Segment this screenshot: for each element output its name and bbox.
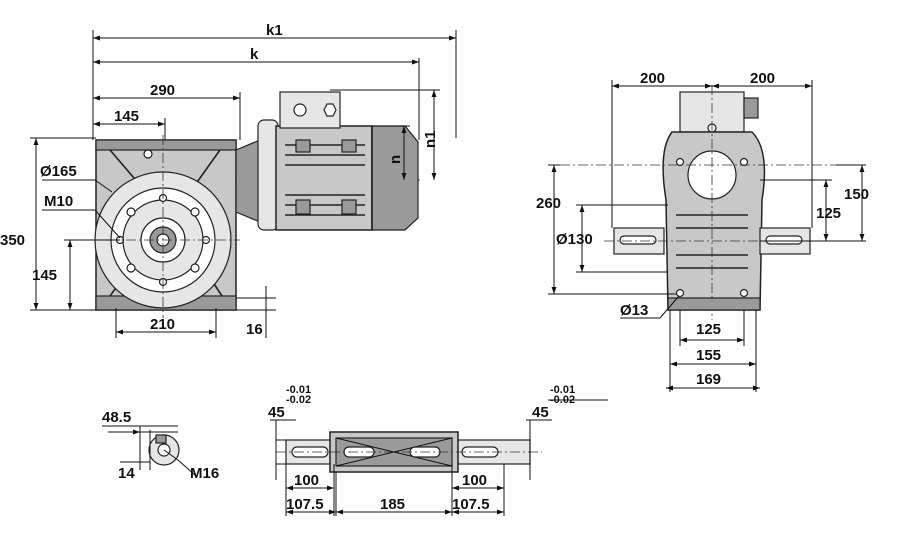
label-tol-left-lower: -0.02 <box>286 394 311 406</box>
label-m16: M16 <box>190 465 219 482</box>
label-14: 14 <box>118 465 135 482</box>
label-260: 260 <box>536 195 561 212</box>
label-125-bottom: 125 <box>696 321 721 338</box>
front-view <box>90 91 420 318</box>
fan-cover <box>371 125 419 231</box>
label-n1: n1 <box>422 130 439 148</box>
label-dia130: Ø130 <box>556 231 593 248</box>
label-k1: k1 <box>266 22 283 39</box>
label-16: 16 <box>246 321 263 338</box>
label-dia165: Ø165 <box>40 163 77 180</box>
label-tol-right-lower: -0.02 <box>550 394 575 406</box>
front-dimension-lines <box>30 30 457 338</box>
label-350: 350 <box>0 232 25 249</box>
dimension-labels: k1 k 290 145 Ø165 M10 350 145 210 16 n1 … <box>0 22 869 513</box>
label-210: 210 <box>150 316 175 333</box>
label-100-right: 100 <box>462 472 487 489</box>
label-n: n <box>387 155 404 164</box>
label-145-left: 145 <box>32 267 57 284</box>
label-150: 150 <box>844 186 869 203</box>
label-tol-right-upper: -0.01 <box>550 384 575 396</box>
label-m10: M10 <box>44 193 73 210</box>
label-107-5-left: 107.5 <box>286 496 324 513</box>
label-200-right: 200 <box>750 70 775 87</box>
label-200-left: 200 <box>640 70 665 87</box>
side-view <box>560 85 836 320</box>
output-shaft <box>276 431 542 473</box>
label-48-5: 48.5 <box>102 409 131 426</box>
label-107-5-right: 107.5 <box>452 496 490 513</box>
shaft-dimension-lines <box>270 399 608 516</box>
label-145-top: 145 <box>114 108 139 125</box>
label-185: 185 <box>380 496 405 513</box>
label-45-left: 45 <box>268 404 285 421</box>
label-100-left: 100 <box>294 472 319 489</box>
label-125-right: 125 <box>816 205 841 222</box>
side-dimension-lines <box>548 80 866 392</box>
shaft-end-detail <box>102 425 197 477</box>
label-k: k <box>250 46 259 63</box>
label-dia13: Ø13 <box>620 302 648 319</box>
label-45-right: 45 <box>532 404 549 421</box>
label-169: 169 <box>696 371 721 388</box>
label-155: 155 <box>696 347 721 364</box>
label-290: 290 <box>150 82 175 99</box>
motor-adapter <box>235 139 261 223</box>
label-tol-left-upper: -0.01 <box>286 384 311 396</box>
